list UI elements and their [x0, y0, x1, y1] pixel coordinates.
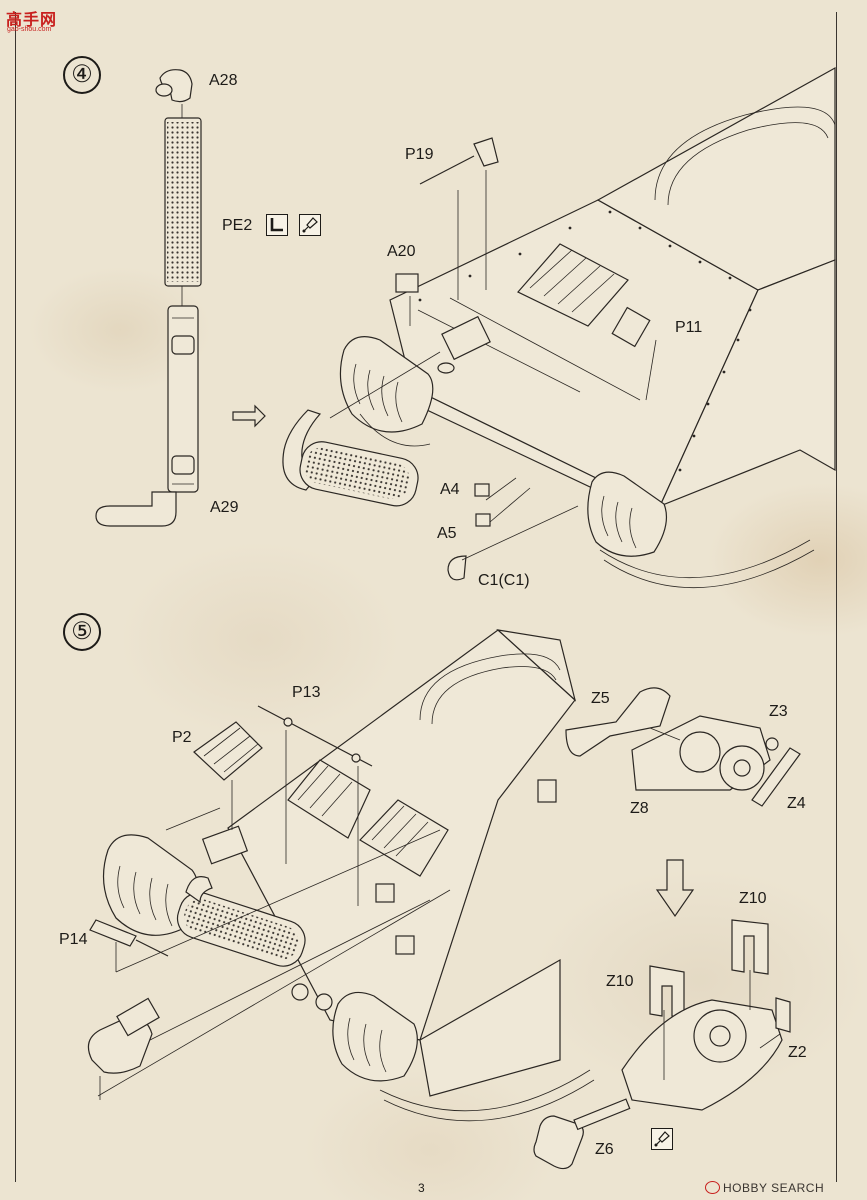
- part-label-z3: Z3: [769, 703, 788, 720]
- part-label-z2: Z2: [788, 1044, 807, 1061]
- part-label-p2: P2: [172, 729, 192, 746]
- watermark-url: gao-shou.com: [7, 26, 52, 33]
- perforated-mesh: [167, 122, 199, 282]
- part-label-p11: P11: [675, 319, 703, 336]
- part-label-pe2: PE2: [222, 217, 253, 234]
- part-label-a29: A29: [210, 499, 239, 516]
- part-label-z6: Z6: [595, 1141, 614, 1158]
- bend-tool-icon: [266, 214, 288, 236]
- glue-icon: [651, 1128, 673, 1150]
- part-label-a28: A28: [209, 72, 238, 89]
- arrow-down-icon: [655, 859, 695, 918]
- watermark-text: 高手网: [6, 12, 58, 29]
- part-label-c1: C1(C1): [478, 572, 530, 589]
- part-label-z4: Z4: [787, 795, 806, 812]
- part-label-a4: A4: [440, 481, 460, 498]
- part-label-a5: A5: [437, 525, 457, 542]
- part-label-z10-lower: Z10: [606, 973, 634, 990]
- step-number-5: ⑤: [63, 613, 101, 651]
- step5-hull-assembly: [87, 629, 801, 1170]
- rivets: [418, 210, 752, 472]
- part-label-z10-upper: Z10: [739, 890, 767, 907]
- page-frame: [15, 12, 837, 1182]
- page-number: 3: [418, 1181, 425, 1195]
- arrow-right-icon: [232, 404, 266, 428]
- step4-exhaust-assembly: [95, 66, 836, 589]
- glue-icon: [299, 214, 321, 236]
- part-label-z8: Z8: [630, 800, 649, 817]
- brand-text: HOBBY SEARCH: [723, 1181, 825, 1195]
- part-label-p19: P19: [405, 146, 434, 163]
- part-label-p13: P13: [292, 684, 321, 701]
- brand-watermark: HOBBY SEARCH: [705, 1181, 824, 1195]
- step-number-4: ④: [63, 56, 101, 94]
- brand-logo-icon: [705, 1181, 720, 1194]
- part-label-a20: A20: [387, 243, 416, 260]
- watermark-logo: 高手网 gao-shou.com: [6, 6, 68, 36]
- part-label-p14: P14: [59, 931, 88, 948]
- part-label-z5: Z5: [591, 690, 610, 707]
